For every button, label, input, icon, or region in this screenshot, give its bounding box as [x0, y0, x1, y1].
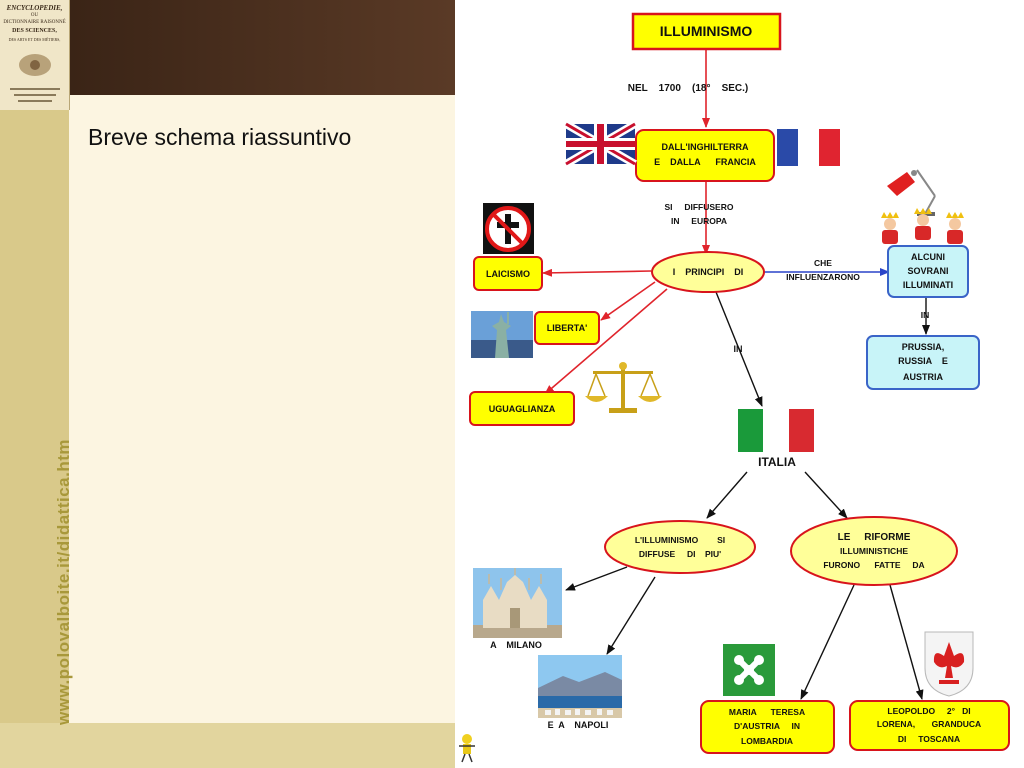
node-uguaglianza: UGUAGLIANZA	[469, 391, 575, 426]
edge-label-in-1: IN	[921, 310, 930, 320]
slide-title: Breve schema riassuntivo	[88, 124, 352, 150]
book-line-1: ENCYCLOPEDIE,	[6, 4, 63, 12]
book-line-3: DICTIONNAIRE RAISONNÉ	[3, 20, 66, 25]
scales-of-justice-icon	[585, 362, 662, 413]
node-maria-teresa: MARIA TERESA D'AUSTRIA IN LOMBARDIA	[700, 700, 835, 754]
svg-text:RUSSIA E: RUSSIA E	[898, 356, 948, 366]
node-liberta: LIBERTA'	[534, 311, 600, 345]
svg-text:ILLUMINISTICHE: ILLUMINISTICHE	[840, 546, 908, 556]
svg-text:D'AUSTRIA IN: D'AUSTRIA IN	[734, 721, 800, 731]
edge-label-influence-1: CHE	[814, 258, 832, 268]
svg-text:SOVRANI: SOVRANI	[907, 266, 948, 276]
node-stati: PRUSSIA, RUSSIA E AUSTRIA	[866, 335, 980, 390]
edge-label-time: NEL 1700 (18° SEC.)	[628, 83, 749, 94]
encyclopedie-book-image: ENCYCLOPEDIE, OU DICTIONNAIRE RAISONNÉ D…	[0, 0, 70, 110]
edges	[542, 50, 930, 700]
book-line-4: DES SCIENCES,	[12, 28, 57, 34]
concept-map: NEL 1700 (18° SEC.) SI DIFFUSERO IN EURO…	[455, 0, 1024, 768]
svg-text:ILLUMINATI: ILLUMINATI	[903, 280, 953, 290]
france-flag-icon	[777, 129, 840, 166]
node-illuminismo: ILLUMINISMO	[631, 12, 782, 51]
svg-text:PRUSSIA,: PRUSSIA,	[902, 342, 945, 352]
label-napoli: E A NAPOLI	[548, 720, 609, 730]
italy-flag-icon	[738, 409, 814, 452]
lombardia-emblem-icon	[723, 644, 775, 696]
book-line-2: OU	[30, 13, 39, 18]
node-sovrani: ALCUNI SOVRANI ILLUMINATI	[887, 245, 969, 298]
no-religion-icon	[483, 203, 534, 254]
node-principi: I PRINCIPI DI	[651, 251, 765, 293]
top-brown-bar	[69, 0, 455, 95]
svg-text:ALCUNI: ALCUNI	[911, 252, 945, 262]
naples-bay-image	[538, 655, 622, 718]
label-milano: A MILANO	[490, 640, 542, 650]
svg-text:DIFFUSE DI PIU': DIFFUSE DI PIU'	[639, 549, 721, 559]
uk-flag-icon	[563, 120, 638, 168]
node-origin: DALL'INGHILTERRA E DALLA FRANCIA	[635, 129, 775, 182]
vertical-url-link[interactable]: www.polovalboite.it/didattica.htm	[54, 439, 73, 725]
svg-text:L'ILLUMINISMO SI: L'ILLUMINISMO SI	[635, 535, 725, 545]
svg-text:DI TOSCANA: DI TOSCANA	[898, 734, 960, 744]
left-decorative-strip	[0, 0, 69, 768]
svg-text:LEOPOLDO 2° DI: LEOPOLDO 2° DI	[887, 706, 970, 716]
edge-label-in-2: IN	[734, 344, 743, 354]
svg-text:I PRINCIPI DI: I PRINCIPI DI	[673, 267, 744, 277]
statue-of-liberty-image	[471, 311, 533, 358]
svg-text:LE RIFORME: LE RIFORME	[838, 532, 911, 543]
book-line-5: DES ARTS ET DES MÉTIERS,	[8, 37, 61, 42]
svg-text:FURONO FATTE DA: FURONO FATTE DA	[823, 560, 924, 570]
svg-text:LIBERTA': LIBERTA'	[547, 323, 587, 333]
node-italia: ITALIA	[758, 455, 796, 469]
node-laicismo: LAICISMO	[473, 256, 543, 291]
node-diffuse: L'ILLUMINISMO SI DIFFUSE DI PIU'	[604, 520, 756, 574]
svg-text:ILLUMINISMO: ILLUMINISMO	[660, 23, 753, 39]
florence-lily-emblem-icon	[924, 631, 974, 697]
svg-text:DALL'INGHILTERRA: DALL'INGHILTERRA	[662, 142, 749, 152]
edge-label-influence-2: INFLUENZARONO	[786, 272, 860, 282]
svg-text:UGUAGLIANZA: UGUAGLIANZA	[489, 404, 556, 414]
svg-text:LOMBARDIA: LOMBARDIA	[741, 736, 793, 746]
kings-icon	[881, 208, 964, 244]
svg-text:LORENA, GRANDUCA: LORENA, GRANDUCA	[877, 719, 981, 729]
edge-label-spread-2: IN EUROPA	[671, 216, 727, 226]
desk-lamp-icon	[887, 169, 936, 216]
bottom-decorative-strip	[0, 723, 455, 768]
book-ornament-icon	[19, 54, 51, 76]
node-leopoldo: LEOPOLDO 2° DI LORENA, GRANDUCA DI TOSCA…	[849, 700, 1010, 751]
svg-text:MARIA TERESA: MARIA TERESA	[729, 707, 805, 717]
edge-label-spread-1: SI DIFFUSERO	[665, 202, 734, 212]
milan-cathedral-image	[473, 568, 562, 638]
svg-text:AUSTRIA: AUSTRIA	[903, 372, 943, 382]
svg-text:LAICISMO: LAICISMO	[486, 269, 530, 279]
small-figure-icon	[459, 734, 475, 763]
svg-text:E DALLA FRANCIA: E DALLA FRANCIA	[654, 157, 756, 167]
content-area	[69, 95, 455, 723]
node-riforme: LE RIFORME ILLUMINISTICHE FURONO FATTE D…	[790, 516, 958, 586]
